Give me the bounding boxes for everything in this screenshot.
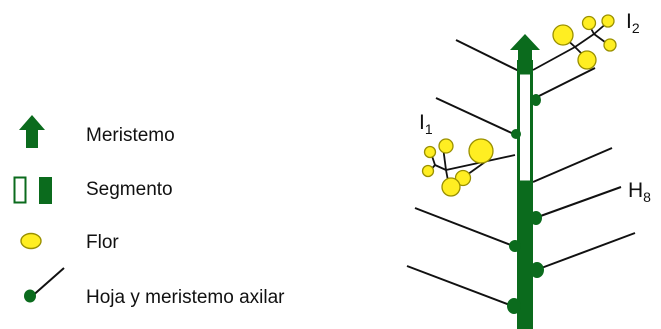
leaf-left-4: [406, 265, 516, 308]
flower: [438, 138, 454, 154]
flower: [441, 177, 461, 197]
legend-label-flor: Flor: [86, 232, 119, 253]
stem-dark-upper: [517, 60, 533, 73]
flower: [421, 164, 435, 178]
stem: [510, 34, 540, 329]
label-i1: I1: [419, 111, 433, 137]
leaf-meristem-icon: [24, 267, 65, 303]
legend-item-hoja: Hoja y meristemo axilar: [24, 267, 285, 308]
axillary-meristems: [507, 94, 544, 314]
axillary-meristem: [531, 94, 541, 106]
flower: [468, 138, 494, 164]
axillary-meristem: [507, 298, 521, 314]
flower: [577, 50, 597, 70]
axillary-meristem: [530, 262, 544, 278]
legend-label-hoja: Hoja y meristemo axilar: [86, 287, 285, 308]
flower: [423, 145, 437, 159]
flower: [454, 169, 472, 187]
leaf-right-3: [534, 186, 622, 219]
legend-label-segmento: Segmento: [86, 179, 173, 200]
arrow-up-icon: [19, 115, 45, 148]
plant: I2 I1 H8: [406, 10, 651, 329]
flower: [601, 14, 615, 28]
leaf-right-2: [532, 147, 613, 183]
flower: [581, 15, 597, 31]
legend-label-meristemo: Meristemo: [86, 125, 175, 146]
inflorescence-i1: [421, 138, 516, 197]
leaf-right-4: [535, 232, 636, 271]
axillary-meristem: [509, 240, 521, 252]
label-h8: H8: [628, 179, 651, 205]
legend-item-meristemo: Meristemo: [19, 115, 175, 148]
inflorescence-i2: [532, 14, 617, 71]
apical-meristem-arrow: [510, 34, 540, 62]
stem-dark-lower: [517, 182, 533, 329]
legend-item-segmento: Segmento: [13, 176, 173, 204]
axillary-meristem: [511, 129, 521, 139]
leaf-left-3: [414, 207, 517, 248]
flower: [552, 24, 574, 46]
leaf-left-1: [455, 39, 520, 72]
flower: [603, 38, 617, 52]
axillary-meristem: [530, 211, 542, 225]
stem-open-segment: [517, 71, 533, 184]
legend: Meristemo Segmento Flor Hoja y meristemo…: [13, 115, 285, 308]
leaf-right-1: [534, 67, 596, 99]
legend-item-flor: Flor: [20, 232, 119, 253]
leaf-left-2: [435, 97, 517, 136]
leaves: [406, 39, 636, 308]
flower-icon: [20, 232, 42, 250]
label-i2: I2: [626, 10, 640, 36]
segment-icon: [13, 176, 52, 204]
